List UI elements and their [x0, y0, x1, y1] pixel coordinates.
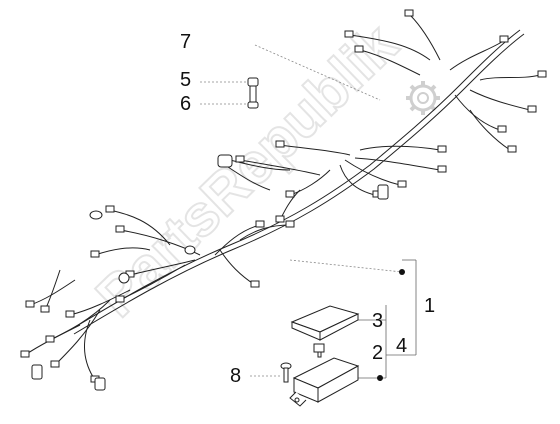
wiring-harness: [24, 14, 541, 381]
callout-8: 8: [230, 365, 242, 387]
callout-7: 7: [180, 31, 192, 53]
fuse-box-base: [289, 357, 360, 407]
fuse-box-cover: [290, 305, 360, 341]
callout-4: 4: [396, 335, 408, 357]
part-5-6-component: [247, 77, 259, 109]
callout-1: 1: [424, 295, 436, 317]
callout-bracket: [356, 259, 417, 379]
leader-lines: [200, 44, 403, 377]
screw-part-8: [280, 362, 292, 383]
callout-5: 5: [180, 69, 192, 91]
gear-icon: [406, 81, 440, 115]
fuse: [313, 343, 325, 358]
callout-dots: [377, 269, 405, 381]
callout-6: 6: [180, 93, 192, 115]
callout-3: 3: [372, 310, 384, 332]
callout-2: 2: [372, 342, 384, 364]
connectors: [20, 9, 547, 391]
